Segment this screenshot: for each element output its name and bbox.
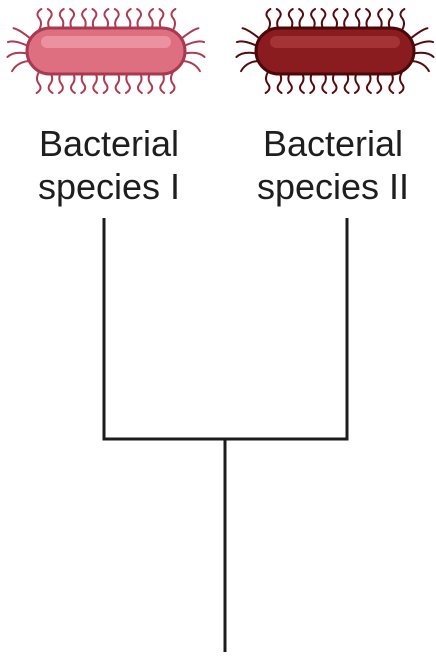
bacterium-body [256, 28, 414, 74]
species-1-label-line1: Bacterial [9, 122, 209, 165]
bacterium-highlight [270, 36, 400, 48]
species-1-label-line2: species I [9, 165, 209, 208]
species-1-label: Bacterial species I [9, 122, 209, 208]
bacterium-species-1-icon [7, 9, 204, 93]
bacterium-species-2-icon [236, 9, 433, 93]
tree-branches [103, 218, 349, 652]
species-2-label-line2: species II [233, 165, 433, 208]
bacterium-body [27, 28, 185, 74]
species-2-label-line1: Bacterial [233, 122, 433, 165]
species-2-label: Bacterial species II [233, 122, 433, 208]
bacterium-highlight [41, 36, 171, 48]
